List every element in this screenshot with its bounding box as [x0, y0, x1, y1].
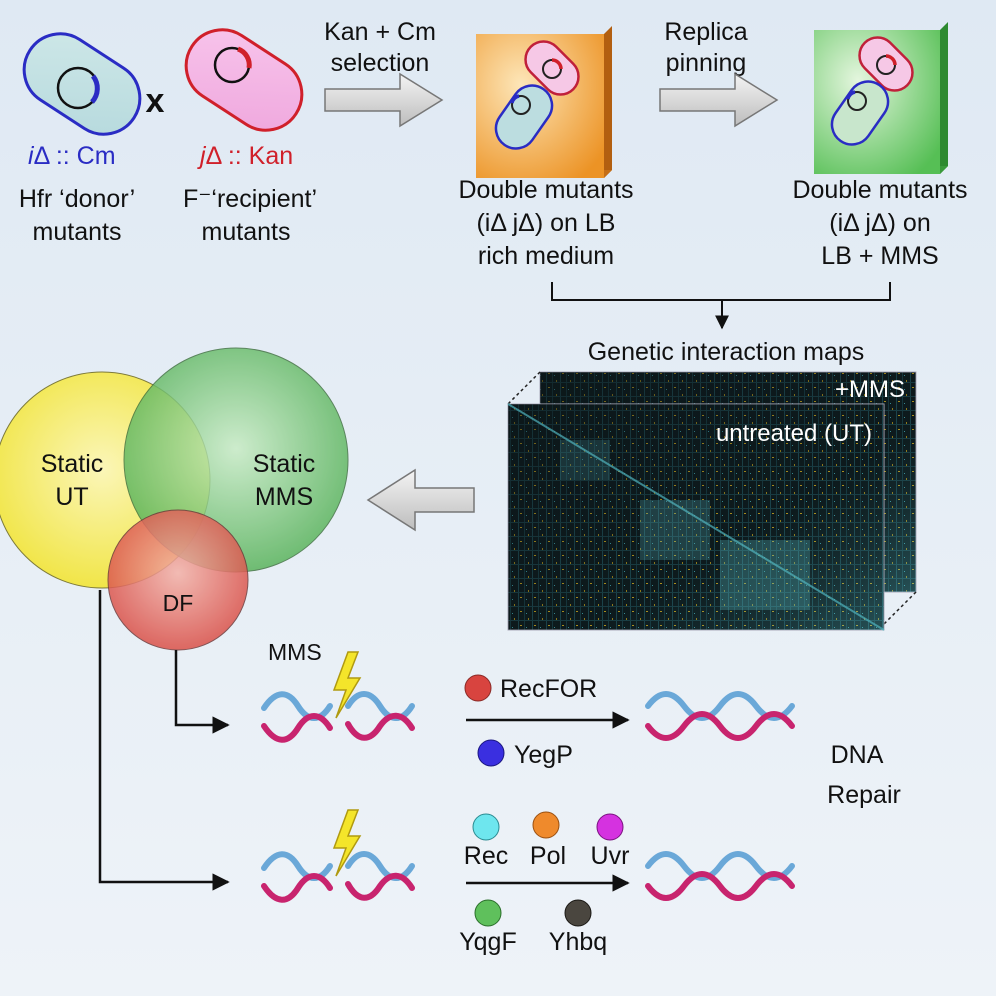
plate2-caption-line3: LB + MMS — [821, 242, 938, 270]
venn-left-label-line1: Static — [41, 450, 104, 478]
step1-label-line1: Kan + Cm — [324, 18, 436, 46]
uvr-icon — [596, 813, 624, 841]
outcome-line1: DNA — [831, 741, 884, 769]
map-ut-label: untreated (UT) — [716, 420, 872, 447]
donor-caption-line2: mutants — [33, 218, 122, 246]
recipient-genotype: jΔ :: Kan — [197, 142, 293, 170]
step2-label-line1: Replica — [664, 18, 747, 46]
factor-yqgf: YqgF — [459, 928, 516, 956]
interaction-map-untreated — [507, 403, 885, 631]
factor-uvr: Uvr — [591, 842, 630, 870]
factor-pol: Pol — [530, 842, 566, 870]
step1-arrow-icon — [324, 72, 444, 128]
factor-yhbq: Yhbq — [549, 928, 607, 956]
map-edge-top — [507, 371, 541, 405]
donor-marker-icon — [90, 74, 100, 104]
recfor-icon — [464, 674, 492, 702]
recipient-caption-line1: F⁻‘recipient’ — [183, 185, 317, 213]
venn-diagram — [0, 347, 349, 651]
damage-label: MMS — [268, 639, 322, 665]
rec-icon — [472, 813, 500, 841]
repaired-dna-icon-2 — [645, 851, 795, 901]
plate2-caption-line1: Double mutants — [792, 176, 967, 204]
map-mms-label: +MMS — [835, 376, 905, 403]
plate1-caption-line1: Double mutants — [458, 176, 633, 204]
maps-title: Genetic interaction maps — [588, 338, 865, 366]
venn-left-label-line2: UT — [55, 483, 88, 511]
step2-arrow-icon — [659, 72, 779, 128]
plate1-caption-line2: (iΔ jΔ) on LB — [476, 209, 615, 237]
plate-lb-icon — [476, 26, 612, 178]
factor-recfor: RecFOR — [500, 675, 597, 703]
step1-label-line2: selection — [331, 49, 430, 77]
maps-to-venn-arrow-icon — [366, 468, 475, 532]
plate1-caption-line3: rich medium — [478, 242, 614, 270]
plate-mms-icon — [814, 22, 948, 174]
static-pathway-connector — [98, 590, 230, 891]
donor-genotype: iΔ :: Cm — [28, 142, 116, 170]
df-pathway-connector — [174, 650, 230, 734]
yhbq-icon — [564, 899, 592, 927]
merge-bracket — [551, 282, 891, 328]
cross-symbol: x — [146, 82, 165, 120]
step2-label-line2: pinning — [666, 49, 747, 77]
repaired-dna-icon-1 — [645, 691, 795, 741]
damaged-dna-icon-2 — [261, 851, 415, 903]
damaged-dna-icon — [261, 691, 415, 743]
venn-df — [107, 509, 249, 651]
outcome-line2: Repair — [827, 781, 901, 809]
recipient-cell-icon — [184, 28, 304, 132]
donor-caption-line1: Hfr ‘donor’ — [19, 185, 135, 213]
donor-cell-icon — [22, 32, 142, 136]
lightning-icon — [332, 651, 362, 719]
recipient-marker-icon — [236, 46, 252, 69]
recipient-caption-line2: mutants — [202, 218, 291, 246]
lightning-icon-2 — [332, 809, 362, 877]
map-edge-bottom — [883, 591, 917, 625]
factor-rec: Rec — [464, 842, 508, 870]
pol-icon — [532, 811, 560, 839]
venn-right-label-line1: Static — [253, 450, 316, 478]
venn-right-label-line2: MMS — [255, 483, 313, 511]
yqgf-icon — [474, 899, 502, 927]
yegp-icon — [477, 739, 505, 767]
plate2-caption-line2: (iΔ jΔ) on — [829, 209, 930, 237]
venn-bottom-label: DF — [163, 590, 194, 616]
factor-yegp: YegP — [514, 741, 573, 769]
